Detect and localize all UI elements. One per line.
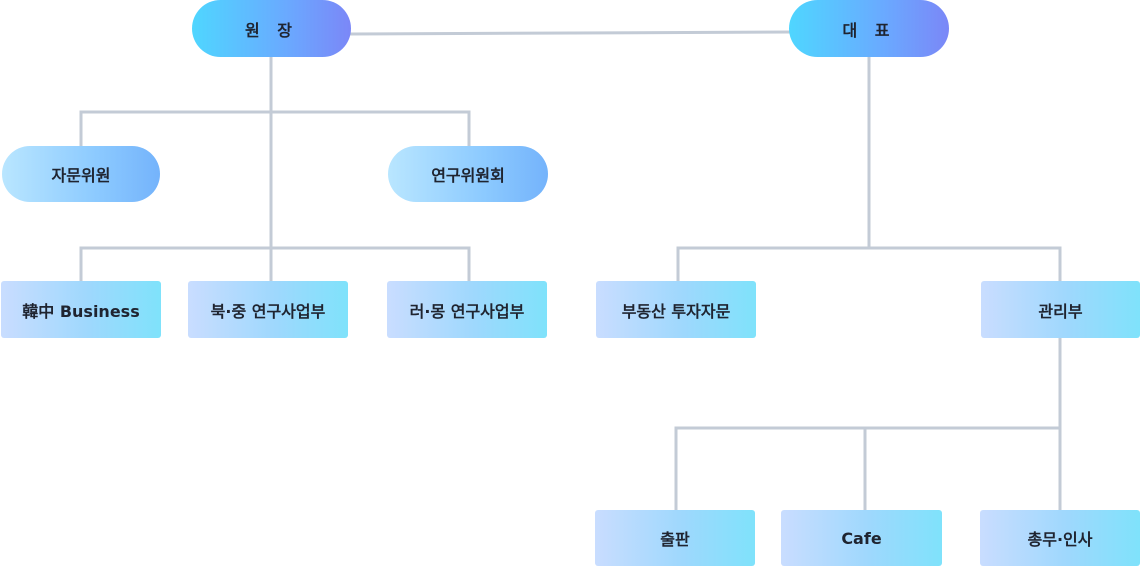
node-ceo: 대 표 bbox=[789, 0, 949, 57]
node-cafe: Cafe bbox=[781, 510, 942, 566]
node-korea-china-business: 韓中 Business bbox=[1, 281, 161, 338]
node-nk-china-research: 북·중 연구사업부 bbox=[188, 281, 348, 338]
node-general-affairs: 총무·인사 bbox=[980, 510, 1140, 566]
node-director: 원 장 bbox=[192, 0, 351, 57]
node-publishing: 출판 bbox=[595, 510, 755, 566]
node-real-estate: 부동산 투자자문 bbox=[596, 281, 756, 338]
node-advisory: 자문위원 bbox=[2, 146, 160, 202]
node-research-committee: 연구위원회 bbox=[388, 146, 548, 202]
connector-director-ceo bbox=[348, 30, 794, 36]
node-management: 관리부 bbox=[981, 281, 1140, 338]
node-russia-mongolia-research: 러·몽 연구사업부 bbox=[387, 281, 547, 338]
